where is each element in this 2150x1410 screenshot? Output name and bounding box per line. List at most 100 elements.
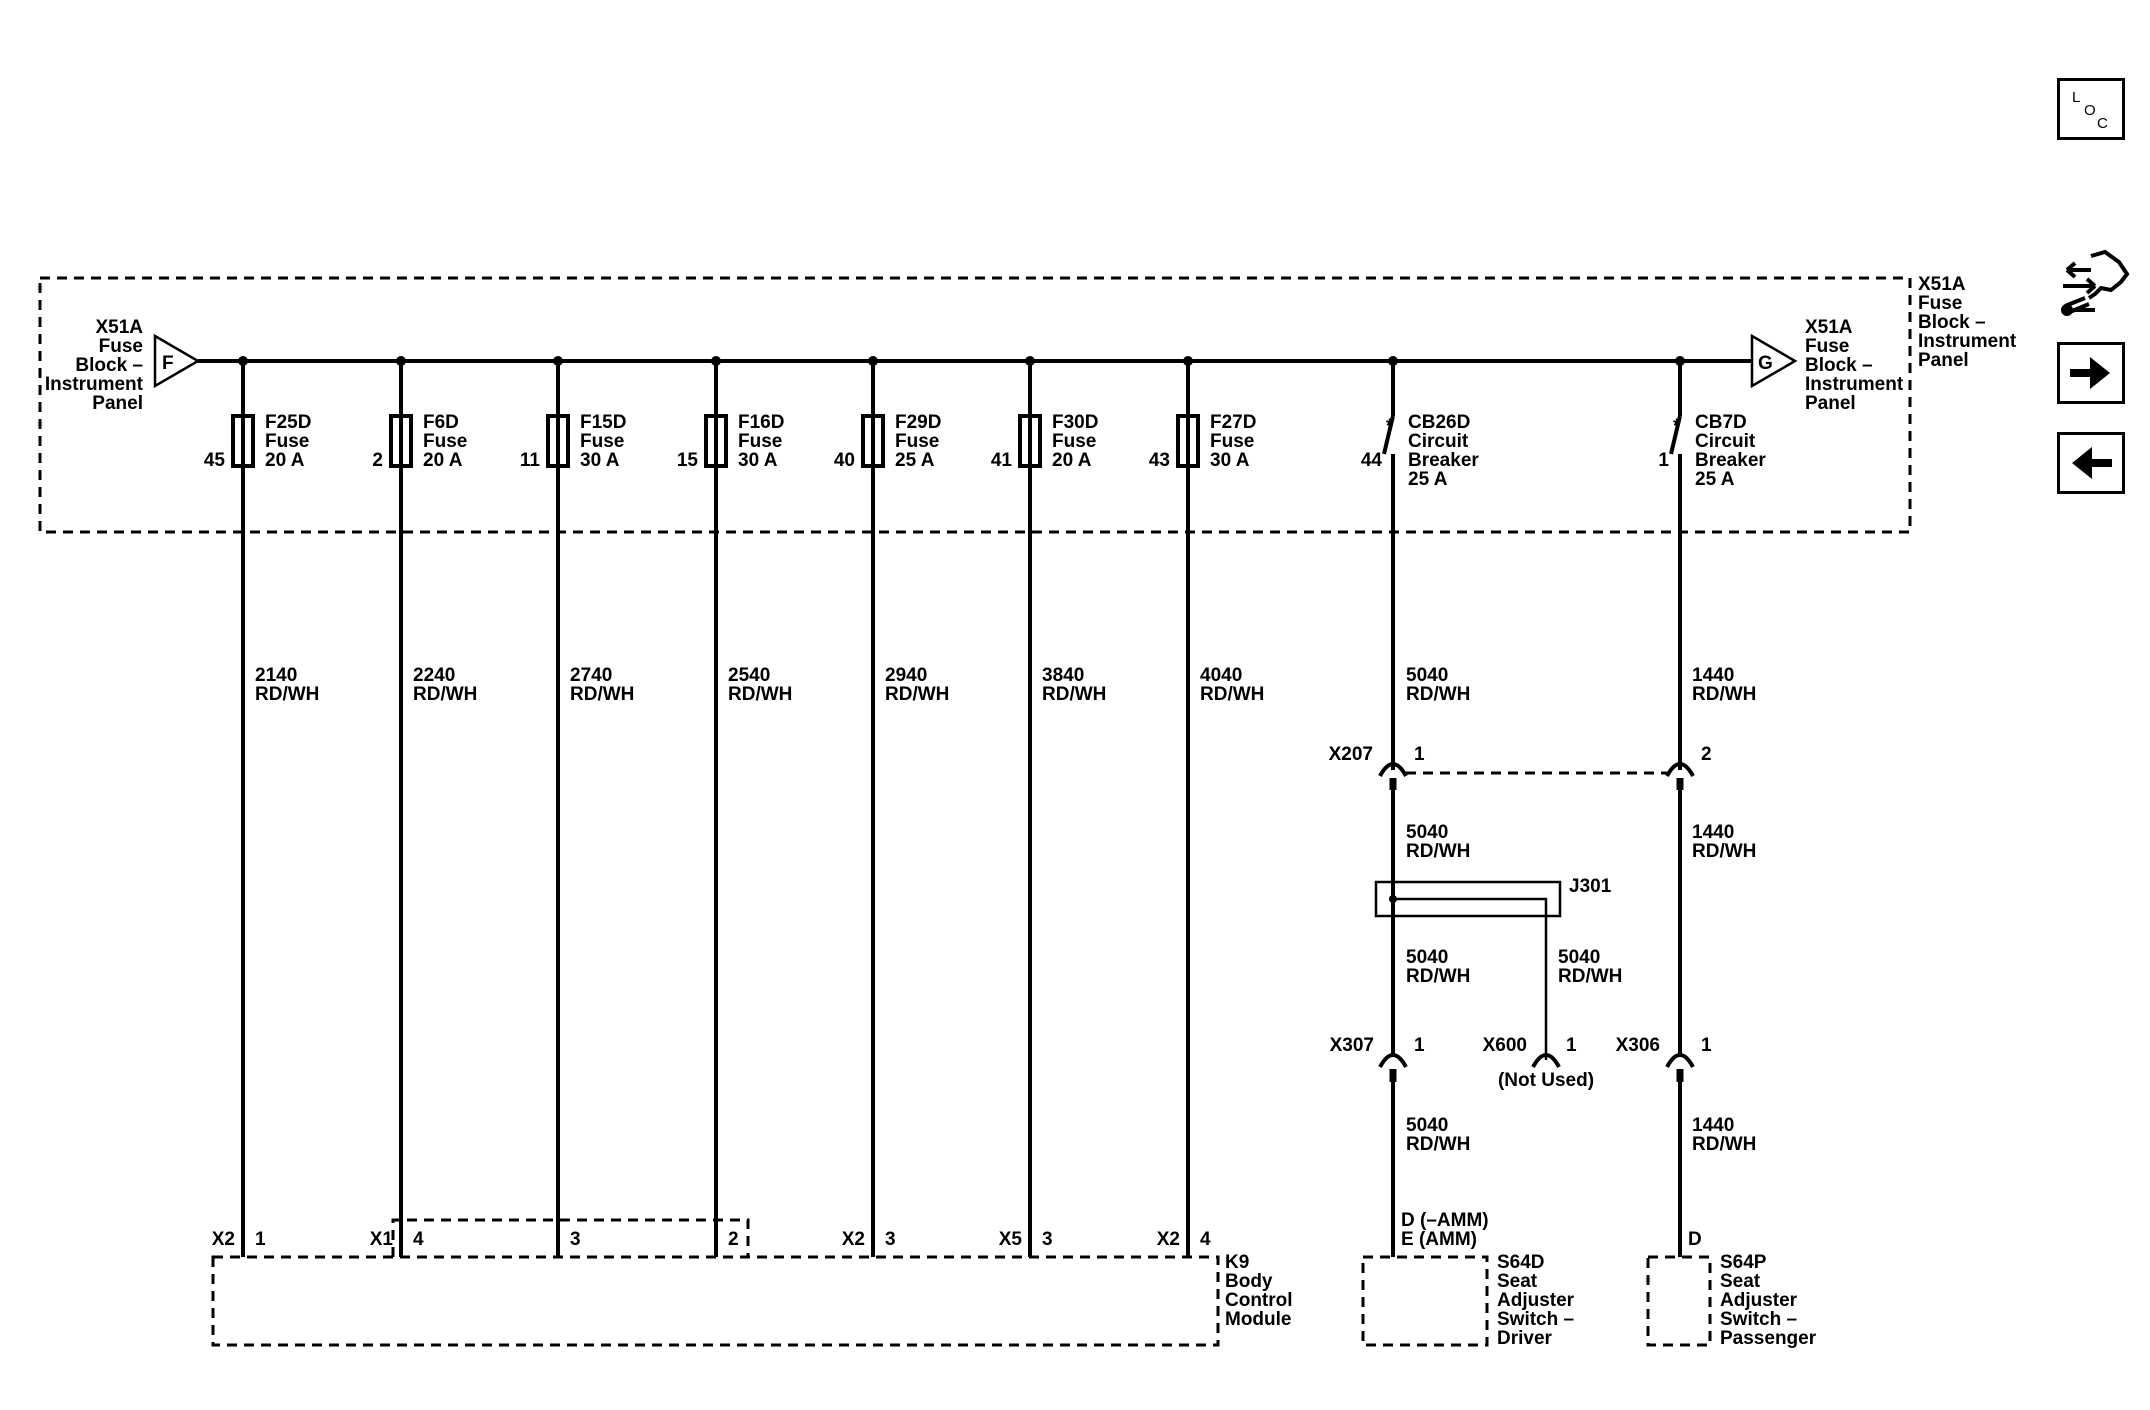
arrow-left-icon <box>2072 447 2112 479</box>
svg-text:Fuse: Fuse <box>738 431 782 452</box>
connector-x600: X600 1 (Not Used) <box>1483 1035 1594 1091</box>
svg-text:X307: X307 <box>1330 1035 1374 1056</box>
svg-text:1440: 1440 <box>1692 1115 1734 1136</box>
svg-text:Block –: Block – <box>1918 312 1986 333</box>
svg-text:2: 2 <box>728 1229 739 1250</box>
svg-text:Panel: Panel <box>1918 350 1969 371</box>
svg-text:5040: 5040 <box>1406 947 1448 968</box>
bcm-pin-5: X2 3 <box>842 1229 896 1250</box>
svg-text:45: 45 <box>204 450 226 471</box>
previous-button[interactable] <box>2057 432 2125 494</box>
svg-text:Block –: Block – <box>1805 355 1873 376</box>
svg-text:4: 4 <box>413 1229 424 1250</box>
svg-text:Breaker: Breaker <box>1695 450 1766 471</box>
connector-x306: X306 1 <box>1616 1035 1712 1082</box>
loc-button[interactable]: L O C <box>2057 78 2125 140</box>
svg-text:15: 15 <box>677 450 699 471</box>
svg-text:30 A: 30 A <box>1210 450 1250 471</box>
connector-harness-button[interactable] <box>2055 248 2131 328</box>
svg-text:20 A: 20 A <box>265 450 305 471</box>
svg-text:5040: 5040 <box>1406 822 1448 843</box>
svg-text:Fuse: Fuse <box>1052 431 1096 452</box>
s64p-label: S64P Seat Adjuster Switch – Passenger <box>1720 1252 1817 1349</box>
connector-x207: X207 1 2 <box>1329 744 1712 790</box>
svg-text:K9: K9 <box>1225 1252 1249 1273</box>
svg-text:F25D: F25D <box>265 412 311 433</box>
svg-text:Fuse: Fuse <box>580 431 624 452</box>
svg-text:S64P: S64P <box>1720 1252 1767 1273</box>
loc-icon: L O C <box>2072 89 2108 132</box>
svg-text:Body: Body <box>1225 1271 1273 1292</box>
svg-text:30 A: 30 A <box>580 450 620 471</box>
svg-text:RD/WH: RD/WH <box>1406 841 1470 862</box>
svg-text:5040: 5040 <box>1406 1115 1448 1136</box>
svg-text:Fuse: Fuse <box>1210 431 1254 452</box>
svg-text:F15D: F15D <box>580 412 626 433</box>
svg-text:5040: 5040 <box>1558 947 1600 968</box>
svg-text:X5: X5 <box>999 1229 1023 1250</box>
svg-text:J301: J301 <box>1569 876 1612 897</box>
svg-text:Fuse: Fuse <box>1805 336 1849 357</box>
svg-text:Switch –: Switch – <box>1497 1309 1574 1330</box>
svg-text:1: 1 <box>255 1229 266 1250</box>
svg-text:Fuse: Fuse <box>423 431 467 452</box>
svg-text:X306: X306 <box>1616 1035 1660 1056</box>
svg-text:X2: X2 <box>842 1229 865 1250</box>
svg-text:RD/WH: RD/WH <box>1200 684 1264 705</box>
splice-j301: J301 <box>1374 876 1612 1060</box>
s64d-outline <box>1361 1255 1489 1347</box>
connector-harness-icon <box>2061 249 2130 316</box>
svg-text:C: C <box>2097 115 2108 132</box>
svg-text:3: 3 <box>570 1229 581 1250</box>
svg-text:X2: X2 <box>212 1229 235 1250</box>
svg-text:RD/WH: RD/WH <box>1692 841 1756 862</box>
svg-text:Fuse: Fuse <box>99 336 143 357</box>
svg-text:Driver: Driver <box>1497 1328 1553 1349</box>
svg-text:4040: 4040 <box>1200 665 1242 686</box>
svg-text:Fuse: Fuse <box>895 431 939 452</box>
svg-text:E (AMM): E (AMM) <box>1401 1229 1477 1250</box>
svg-text:20 A: 20 A <box>423 450 463 471</box>
svg-text:2140: 2140 <box>255 665 297 686</box>
svg-text:RD/WH: RD/WH <box>1692 1134 1756 1155</box>
svg-text:3: 3 <box>885 1229 896 1250</box>
svg-text:RD/WH: RD/WH <box>255 684 319 705</box>
svg-text:1: 1 <box>1414 1035 1425 1056</box>
svg-text:Adjuster: Adjuster <box>1497 1290 1575 1311</box>
svg-text:25 A: 25 A <box>895 450 935 471</box>
next-button[interactable] <box>2057 342 2125 404</box>
svg-text:Block –: Block – <box>75 355 143 376</box>
svg-text:3840: 3840 <box>1042 665 1084 686</box>
svg-text:1440: 1440 <box>1692 822 1734 843</box>
svg-text:2740: 2740 <box>570 665 612 686</box>
svg-text:2940: 2940 <box>885 665 927 686</box>
svg-text:1: 1 <box>1658 450 1669 471</box>
svg-text:1440: 1440 <box>1692 665 1734 686</box>
svg-text:*: * <box>1673 416 1681 437</box>
arrow-right-icon <box>2070 357 2110 389</box>
svg-text:X1: X1 <box>370 1229 394 1250</box>
svg-text:CB26D: CB26D <box>1408 412 1470 433</box>
svg-text:X51A: X51A <box>95 317 143 338</box>
svg-text:Breaker: Breaker <box>1408 450 1479 471</box>
svg-text:RD/WH: RD/WH <box>1692 684 1756 705</box>
svg-text:Panel: Panel <box>92 393 143 414</box>
svg-text:Circuit: Circuit <box>1408 431 1469 452</box>
s64d-label: S64D Seat Adjuster Switch – Driver <box>1497 1252 1575 1349</box>
bcm-label: K9 Body Control Module <box>1225 1252 1293 1330</box>
svg-text:X600: X600 <box>1483 1035 1527 1056</box>
svg-text:Module: Module <box>1225 1309 1292 1330</box>
bcm-pin-1: X2 1 <box>212 1229 266 1250</box>
svg-text:F27D: F27D <box>1210 412 1256 433</box>
svg-text:30 A: 30 A <box>738 450 778 471</box>
fuse-block-outline <box>38 276 1912 534</box>
svg-text:F30D: F30D <box>1052 412 1098 433</box>
svg-text:RD/WH: RD/WH <box>728 684 792 705</box>
